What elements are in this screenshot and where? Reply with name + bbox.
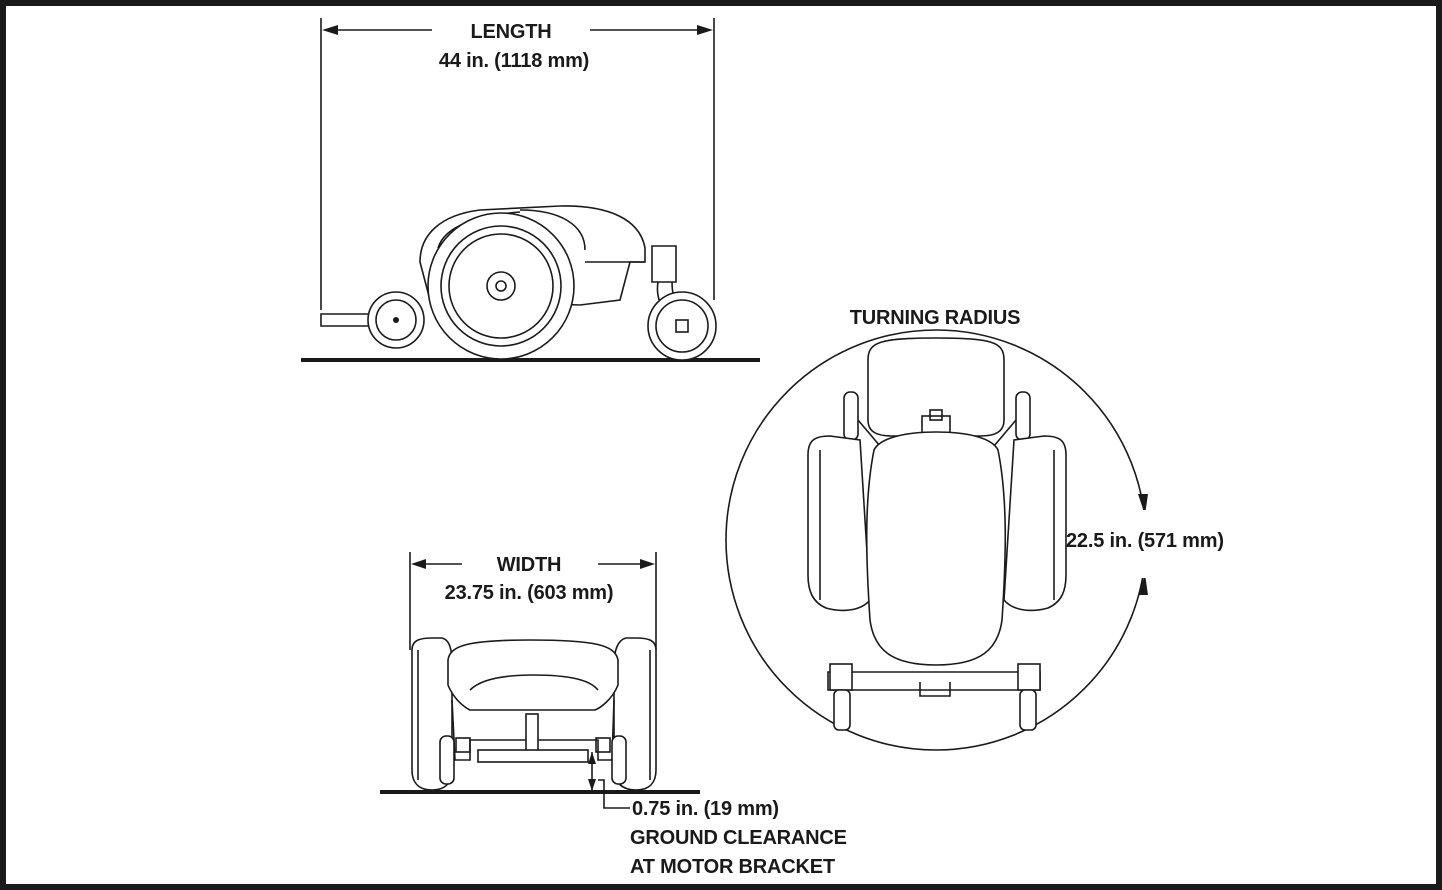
width-label: WIDTH	[496, 554, 562, 576]
front-left-caster-mount	[455, 737, 471, 753]
width-arrow-right	[640, 559, 655, 569]
top-right-front-caster	[1019, 689, 1037, 731]
top-front-frame	[827, 671, 1041, 691]
drive-wheel-axle	[495, 280, 507, 292]
top-back-post-cap	[929, 409, 943, 421]
top-right-front-mount	[1017, 663, 1041, 691]
top-front-frame-center	[919, 682, 951, 697]
ground-clearance-line2: AT MOTOR BRACKET	[630, 856, 835, 878]
top-left-front-caster	[833, 689, 851, 731]
top-caster-arms	[857, 419, 1017, 447]
anti-tip-bar	[320, 313, 373, 327]
front-motor-post	[525, 713, 539, 753]
radius-label-gap	[1128, 510, 1150, 578]
width-arrow-left	[411, 559, 426, 569]
top-left-front-mount	[829, 663, 853, 691]
top-left-rear-caster	[843, 391, 859, 441]
top-right-rear-caster	[1015, 391, 1031, 441]
front-caster-wheel	[647, 291, 717, 361]
front-view	[380, 552, 700, 809]
clearance-leader	[598, 779, 630, 809]
front-body-seat-curve	[469, 674, 599, 691]
front-motor-bracket	[477, 749, 589, 763]
anti-tip-wheel-hub	[393, 317, 399, 323]
length-arrow-left	[322, 25, 338, 35]
top-left-drive-pod	[807, 435, 871, 612]
front-left-caster	[439, 735, 455, 785]
length-label: LENGTH	[470, 21, 552, 43]
clearance-arrow-up	[588, 752, 596, 764]
front-right-caster-mount	[595, 737, 611, 753]
top-right-drive-pod	[1003, 435, 1067, 612]
side-fender-curve	[519, 209, 586, 251]
drive-wheel-hub	[486, 271, 516, 301]
front-right-caster	[611, 735, 627, 785]
length-value: 44 in. (1118 mm)	[438, 50, 590, 72]
turning-radius-label: TURNING RADIUS	[849, 307, 1021, 329]
turning-radius-value: 22.5 in. (571 mm)	[1066, 530, 1224, 552]
front-caster-wheel-inner	[655, 299, 709, 353]
ground-clearance-value: 0.75 in. (19 mm)	[632, 798, 779, 820]
radius-arrow-top	[1138, 494, 1148, 515]
drive-wheel-tire	[427, 212, 575, 360]
top-seat	[865, 431, 1007, 666]
caster-housing	[651, 245, 677, 283]
width-value: 23.75 in. (603 mm)	[444, 582, 614, 604]
side-view	[301, 18, 760, 362]
drive-wheel-rim-outer	[440, 225, 562, 347]
top-view	[725, 329, 1150, 751]
drive-wheel-rim-inner	[448, 233, 554, 339]
front-caster-hub	[675, 319, 689, 333]
top-seat-back	[867, 337, 1005, 437]
clearance-arrow-down	[588, 779, 596, 791]
ground-clearance-line1: GROUND CLEARANCE	[630, 827, 847, 849]
length-arrow-right	[697, 25, 713, 35]
radius-arrow-bottom	[1138, 574, 1148, 595]
anti-tip-wheel-inner	[375, 299, 417, 341]
